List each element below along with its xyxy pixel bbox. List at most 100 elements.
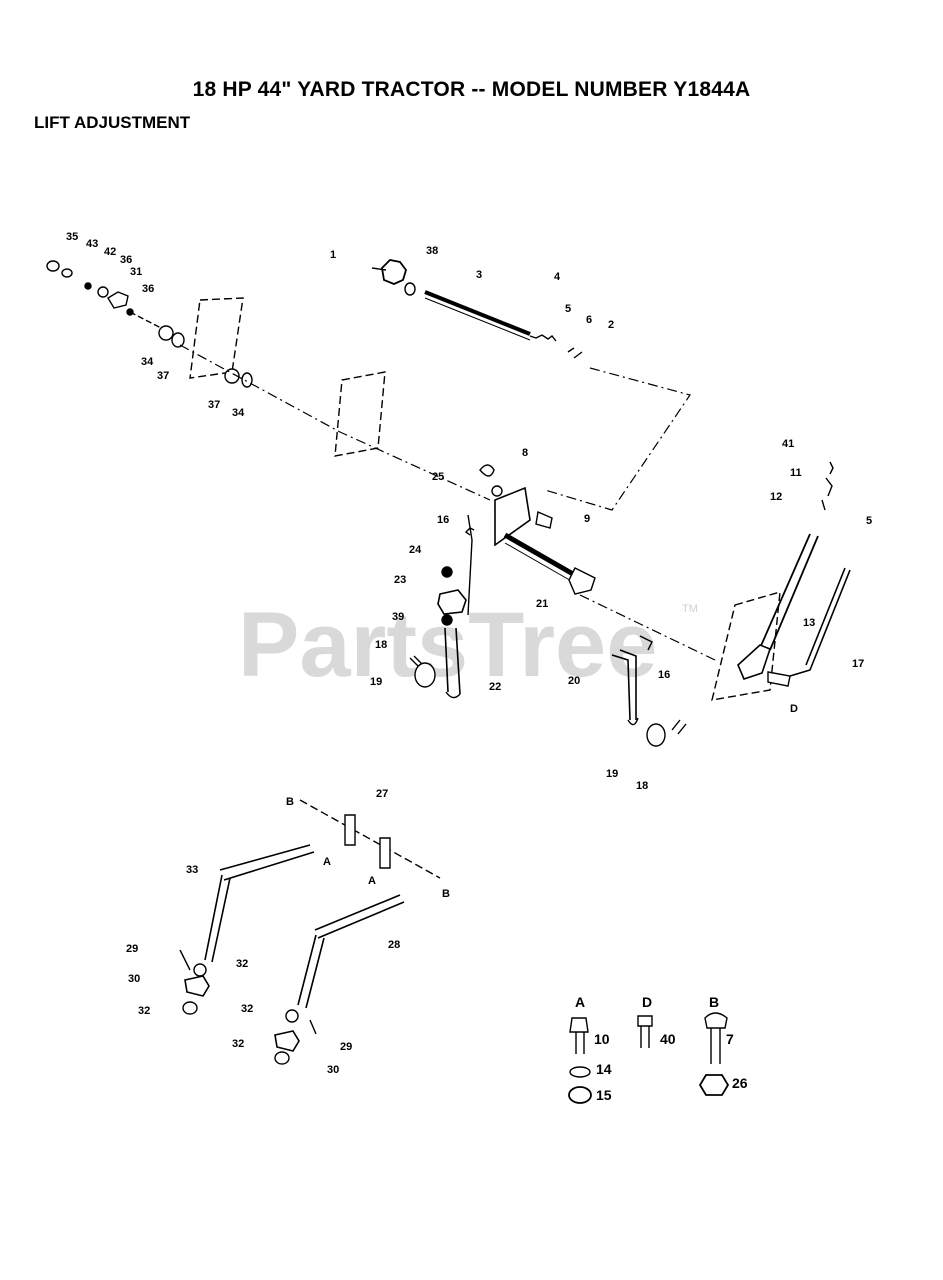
washer-part-37 xyxy=(171,332,185,348)
bracket-plate xyxy=(494,486,531,547)
washer-part-14 xyxy=(569,1066,591,1078)
callout-36: 36 xyxy=(120,254,132,266)
phantom-link-upper xyxy=(544,367,691,511)
callout-27: 27 xyxy=(376,788,388,800)
part-42 xyxy=(84,282,92,290)
section-subtitle: LIFT ADJUSTMENT xyxy=(34,113,191,132)
callout-18b: 18 xyxy=(636,780,648,792)
nut-part-32b xyxy=(182,1001,198,1015)
callout-16b: 16 xyxy=(658,669,670,681)
axis-main xyxy=(179,344,491,501)
callout-9: 9 xyxy=(584,513,590,525)
callout-38: 38 xyxy=(426,245,438,257)
nut-part-26 xyxy=(698,1074,730,1096)
bolt-D-head xyxy=(637,1015,653,1027)
bolt-A-head xyxy=(569,1017,589,1033)
bracket-part-31 xyxy=(107,291,129,309)
part-12 xyxy=(821,499,826,511)
arm-part-28-upper xyxy=(314,894,405,939)
part-36 xyxy=(97,286,109,298)
page-title: 18 HP 44" YARD TRACTOR -- MODEL NUMBER Y… xyxy=(192,78,751,101)
pin-part-29a xyxy=(179,949,191,971)
callout-6: 6 xyxy=(586,314,592,326)
callout-labels: 1 38 3 4 5 6 2 35 43 42 36 31 36 34 37 3… xyxy=(66,231,872,1076)
shaft-part-21 xyxy=(503,532,582,581)
arm-part-33-upper xyxy=(219,844,315,881)
diagram-linework xyxy=(46,259,851,1104)
callout-1: 1 xyxy=(330,249,336,261)
nut-part-39 xyxy=(441,614,453,626)
block-part-30b xyxy=(274,1030,300,1052)
bolt-B-shank xyxy=(710,1028,721,1064)
link-part-27 xyxy=(344,814,391,869)
arm-part-20-end xyxy=(627,717,639,726)
callout-37: 37 xyxy=(157,370,169,382)
pin-part-29b xyxy=(309,1019,317,1035)
callout-21: 21 xyxy=(536,598,548,610)
callout-33: 33 xyxy=(186,864,198,876)
hw-part-15: 15 xyxy=(596,1087,612,1103)
collar-part-34 xyxy=(158,325,174,341)
callout-37b: 37 xyxy=(208,399,220,411)
callout-41: 41 xyxy=(782,438,794,450)
part-41 xyxy=(829,461,834,475)
pin-part-6 xyxy=(567,347,583,359)
callout-32c: 32 xyxy=(241,1003,253,1015)
callout-18: 18 xyxy=(375,639,387,651)
clip-part-25 xyxy=(479,464,495,477)
axis-B xyxy=(299,799,441,879)
spring-part-5 xyxy=(529,334,557,342)
callout-A2: A xyxy=(368,875,376,887)
washer-part-35 xyxy=(46,260,60,272)
phantom-frame-left xyxy=(189,297,244,379)
shaft-part-21-end xyxy=(568,567,596,595)
nut-part-15 xyxy=(568,1086,592,1104)
link-part-22-end xyxy=(445,691,461,699)
shaft-part-21-edge xyxy=(504,542,581,587)
callout-43: 43 xyxy=(86,238,98,250)
callout-29: 29 xyxy=(126,943,138,955)
callout-19: 19 xyxy=(370,676,382,688)
rod-part-3-edge xyxy=(424,297,531,341)
callout-20: 20 xyxy=(568,675,580,687)
nut-part-32c xyxy=(285,1009,299,1023)
callout-22: 22 xyxy=(489,681,501,693)
hw-letter-B: B xyxy=(709,994,719,1010)
callout-32b: 32 xyxy=(138,1005,150,1017)
hardware-key: A 10 14 15 D 40 B 7 26 xyxy=(575,994,748,1103)
nut-part-8 xyxy=(491,485,503,497)
hw-part-14: 14 xyxy=(596,1061,612,1077)
washer-part-37b xyxy=(224,368,240,384)
nut-part-32a xyxy=(193,963,207,977)
bolt-B-head xyxy=(704,1012,728,1029)
callout-32: 32 xyxy=(236,958,248,970)
bolt-D-shank xyxy=(640,1026,650,1048)
callout-B2: B xyxy=(442,888,450,900)
spring-rod xyxy=(467,514,473,616)
pin-part-18b xyxy=(671,719,687,735)
rod-part-3 xyxy=(424,290,531,336)
callout-32d: 32 xyxy=(232,1038,244,1050)
callout-13: 13 xyxy=(803,617,815,629)
phantom-frame-mid xyxy=(334,371,386,457)
callout-11: 11 xyxy=(790,467,802,479)
link-part-22 xyxy=(444,627,461,695)
callout-30b: 30 xyxy=(327,1064,339,1076)
callout-5b: 5 xyxy=(866,515,872,527)
hw-part-26: 26 xyxy=(732,1075,748,1091)
callout-2: 2 xyxy=(608,319,614,331)
callout-29b: 29 xyxy=(340,1041,352,1053)
block-part-30a xyxy=(184,975,210,997)
pin-part-16b xyxy=(639,635,653,651)
part-11 xyxy=(825,477,833,497)
hw-part-40: 40 xyxy=(660,1031,676,1047)
callout-B: B xyxy=(286,796,294,808)
washer-part-19b xyxy=(646,723,666,747)
knob-leader xyxy=(371,267,387,271)
callout-34b: 34 xyxy=(232,407,245,419)
callout-28: 28 xyxy=(388,939,400,951)
part-24 xyxy=(441,566,453,578)
axis-left-1 xyxy=(129,311,166,331)
bushing-part-38 xyxy=(404,282,416,296)
